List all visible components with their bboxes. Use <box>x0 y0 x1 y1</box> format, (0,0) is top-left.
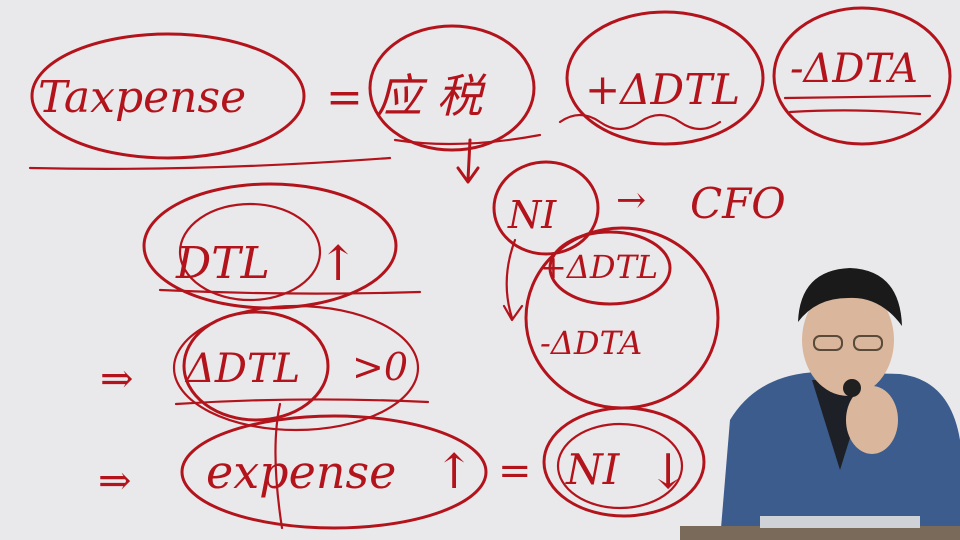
delta-dta-underline <box>783 94 932 116</box>
down-arrow-icon <box>456 138 480 184</box>
delta-dtl-row-outer-circle <box>172 304 420 432</box>
tax-expense-circle <box>30 32 306 160</box>
tax-expense-underline <box>28 156 392 170</box>
ni-label: NI <box>507 193 557 237</box>
expense-label: expense <box>206 445 396 499</box>
equals-sign: = <box>326 72 363 123</box>
ni-circle <box>492 160 600 256</box>
addback-arrow-icon <box>502 238 524 322</box>
delta-dtl-wavy-underline <box>558 113 722 131</box>
presenter-hand <box>846 386 898 454</box>
cfo-label: CFO <box>690 179 786 228</box>
ni-result-inner-circle <box>556 422 684 510</box>
presenter-glasses-left <box>813 335 843 351</box>
presenter-figure <box>680 268 960 540</box>
delta-dtl-row-underline <box>174 398 430 406</box>
minus-delta-dta-term: -ΔDTA <box>790 46 918 92</box>
implies-arrow-2: ⇒ <box>98 458 132 504</box>
dtl-up-arrow: ↑ <box>318 236 358 292</box>
taxable-underline <box>393 133 542 146</box>
presenter-glasses-right <box>853 335 883 351</box>
delta-dta-circle <box>772 6 952 146</box>
taxable-kanji: 应 税 <box>376 69 487 123</box>
expense-equals-sign: = <box>498 448 532 494</box>
ni-result-label: NI <box>565 445 621 494</box>
delta-dtl-circle <box>565 10 765 146</box>
microphone-icon <box>843 379 861 397</box>
ni-result-circle <box>542 406 706 518</box>
addback-plus-delta-dtl: +ΔDTL <box>540 248 658 286</box>
presenter-face <box>802 284 894 396</box>
laptop-edge <box>760 516 920 528</box>
expense-circle <box>180 414 488 530</box>
delta-dtl-label: ΔDTL <box>184 346 300 392</box>
dtl-inner-circle <box>178 202 322 302</box>
addback-minus-delta-dta: -ΔDTA <box>540 324 642 362</box>
addback-dtl-circle <box>548 230 672 306</box>
expense-up-arrow: ↑ <box>434 444 474 500</box>
dtl-label: DTL <box>175 238 270 289</box>
plus-delta-dtl-term: +ΔDTL <box>585 65 740 114</box>
implies-arrow-1: ⇒ <box>100 356 134 402</box>
desk-edge <box>680 526 960 540</box>
presenter-hair <box>798 268 902 326</box>
taxable-circle <box>368 24 536 152</box>
delta-dtl-greater-than-zero: >0 <box>352 345 408 389</box>
tax-expense-label: Taxpense <box>38 72 246 123</box>
dtl-underline <box>158 288 422 295</box>
expense-arrow-tail <box>274 402 284 530</box>
ni-to-cfo-arrow: → <box>616 180 646 221</box>
delta-dtl-circle-row <box>182 310 330 422</box>
